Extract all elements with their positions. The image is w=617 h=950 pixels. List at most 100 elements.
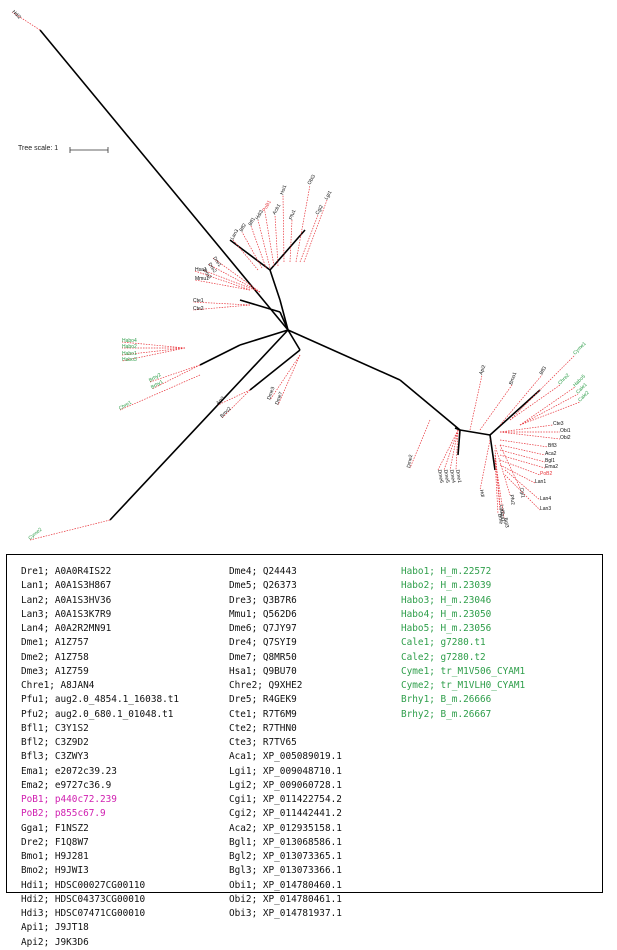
legend-entry: Api2; J9K3D6 — [21, 936, 89, 948]
tree-branch — [269, 269, 281, 301]
leaf-connector — [121, 341, 186, 349]
legend-entry: Lgi2; XP_009060728.1 — [229, 779, 342, 791]
leaf-label-cte1: Cte1 — [193, 298, 204, 304]
legend-entry: PoB1; p440c72.239 — [21, 794, 117, 805]
tree-branch — [199, 344, 241, 366]
legend-entry: Habo4; H_m.23050 — [401, 608, 492, 620]
leaf-connector — [509, 384, 561, 421]
leaf-label-habo2: Habo2 — [122, 344, 137, 350]
legend-entry: Lan3; A0A1S3K7R9 — [21, 608, 112, 620]
leaf-connector — [519, 393, 579, 426]
legend-entry: Brhy1; B_m.26666 — [401, 694, 492, 706]
leaf-label-api2: Api2 — [478, 364, 487, 376]
legend-entry: Hdi2; HDSC04373CG00010 — [21, 893, 146, 905]
legend-entry: Hdi1; HDSC00027CG00110 — [21, 879, 146, 891]
legend-entry: Api1; J9JT18 — [21, 922, 89, 934]
leaf-label-aca2: Aca2 — [545, 451, 557, 457]
leaf-connector — [151, 364, 201, 390]
legend-entry: Mmu1; Q562D6 — [229, 608, 297, 620]
leaf-connector — [257, 219, 271, 269]
leaf-connector — [192, 301, 251, 306]
leaf-label-hdi3: Hdi3 — [255, 209, 265, 221]
leaf-label-obi1: Obi1 — [560, 428, 571, 434]
legend-entry: Hdi3; HDSC07471CG00010 — [21, 908, 146, 919]
leaf-label-ema2: Ema2 — [545, 464, 558, 470]
leaf-label-dre3: Dre3 — [201, 268, 212, 280]
leaf-connector — [202, 269, 261, 293]
leaf-connector — [29, 519, 111, 541]
legend-entry: Dme1; A1Z757 — [21, 637, 89, 649]
leaf-connector — [455, 429, 459, 471]
leaf-connector — [232, 239, 259, 271]
leaf-connector — [519, 386, 576, 426]
legend-entry: Ema1; e2072c39.23 — [21, 765, 117, 777]
leaf-connector — [449, 429, 459, 471]
leaf-label-bfl3: Bfl3 — [539, 365, 549, 376]
tree-leaf-connectors — [11, 11, 581, 541]
tree-branch — [459, 429, 491, 436]
legend-entry: Cyme2; tr_M1VLH0_CYAM1 — [401, 680, 526, 691]
leaf-label-dme6: Dme6 — [436, 469, 444, 483]
leaf-label-bmo2: Bmo2 — [219, 406, 233, 420]
leaf-label-cyme1: Cyme1 — [572, 341, 588, 357]
leaf-label-dme1: Dme1 — [454, 469, 462, 483]
leaf-connector — [409, 419, 431, 469]
leaf-label-gga1: Gga1 — [498, 509, 506, 522]
leaf-label-acb1: Acb1 — [272, 203, 283, 216]
leaf-label-bfl2_top: Bfl2 — [239, 222, 249, 233]
legend-entry: Cale1; g7280.t1 — [401, 637, 486, 649]
legend-entry: Cte3; R7TV65 — [229, 737, 297, 748]
leaf-connector — [299, 214, 319, 263]
legend-entry: Lan4; A0A2R2MN91 — [21, 623, 112, 634]
leaf-label-pfu2: Pfu2 — [508, 494, 516, 505]
leaf-connector — [207, 263, 261, 293]
leaf-label-lgi1: Lgi1 — [324, 190, 334, 201]
legend-entry: Obi2; XP_014780461.1 — [229, 893, 342, 905]
legend-entry: Brhy2; B_m.26667 — [401, 708, 492, 720]
leaf-connector — [499, 464, 536, 484]
leaf-label-dme7: Dme7 — [274, 391, 284, 406]
legend-entry: Gga1; F1NSZ2 — [21, 822, 89, 834]
leaf-connector — [504, 469, 541, 501]
leaf-label-cte2: Cte2 — [193, 306, 204, 312]
leaf-connector — [241, 231, 263, 269]
legend-entry: Cgi2; XP_011442441.2 — [229, 808, 342, 820]
leaf-label-dme4: Dme4 — [448, 469, 456, 483]
tree-branches — [39, 29, 541, 521]
legend-entry: Bfl1; C3Y1S2 — [21, 722, 89, 734]
legend-entry: Lgi1; XP_009048710.1 — [229, 765, 342, 777]
leaf-connector — [494, 457, 505, 519]
leaf-label-cte3: Cte3 — [553, 421, 564, 427]
leaf-connector — [499, 459, 541, 476]
leaf-connector — [494, 459, 499, 515]
legend-entry: Lan2; A0A1S3HV36 — [21, 594, 112, 606]
leaf-label-pob1: PoB1 — [262, 199, 273, 213]
leaf-connector — [217, 389, 251, 406]
legend-entry: Bfl2; C3Z9D2 — [21, 737, 89, 748]
leaf-label-lgi2: Lgi2 — [498, 504, 506, 515]
legend-entry: Dme4; Q24443 — [229, 566, 297, 577]
leaf-label-hsi1: Hsi1 — [279, 184, 288, 196]
legend-entry: Dre1; A0A0R4IS22 — [21, 566, 112, 577]
legend-entry: Habo1; H_m.22572 — [401, 566, 492, 577]
tree-branch — [489, 389, 541, 436]
legend-entry: Cte1; R7T6M9 — [229, 708, 297, 720]
legend-entry: PoB2; p855c67.9 — [21, 808, 106, 820]
legend-entry: Habo5; H_m.23056 — [401, 623, 492, 634]
legend-entry: Pfu1; aug2.0_4854.1_16038.t1 — [21, 694, 180, 706]
tree-branch — [249, 349, 301, 391]
tree-branch — [399, 379, 461, 431]
leaf-label-lan4: Lan4 — [540, 496, 551, 502]
leaf-label-cyme2: Cyme2 — [27, 527, 43, 542]
leaf-connector — [494, 449, 501, 506]
leaf-connector — [194, 279, 251, 291]
leaf-label-brhy1: Brhy1 — [150, 379, 165, 391]
legend-entry: Chre2; Q9XHE2 — [229, 680, 303, 691]
legend-entry: Cgi1; XP_011422754.2 — [229, 794, 342, 805]
legend-entry: Bmo1; H9J281 — [21, 851, 89, 862]
leaf-connector — [479, 439, 491, 491]
legend-entry: Bmo2; H9JWI3 — [21, 865, 89, 877]
legend-entry: Aca1; XP_005089019.1 — [229, 751, 342, 763]
leaf-connector — [250, 225, 267, 269]
